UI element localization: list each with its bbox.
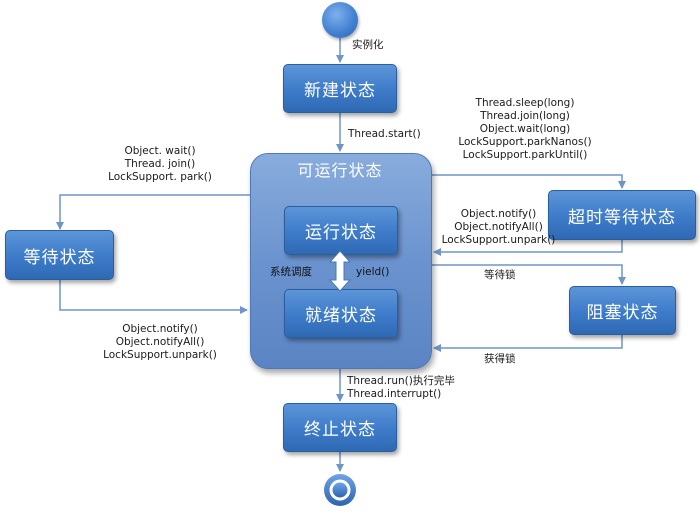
terminate-label: Thread.interrupt(): [347, 388, 442, 400]
instantiate-label: 实例化: [352, 39, 384, 51]
arrow-acquire-lock: [433, 334, 623, 352]
to-timed-waiting-labels: Thread.sleep(long) Thread.join(long) Obj…: [450, 97, 600, 162]
from-waiting-label: Object.notifyAll(): [115, 336, 205, 348]
arrow-from-timed-waiting: [433, 240, 623, 256]
from-timed-waiting-labels: Object.notify() Object.notifyAll() LockS…: [436, 208, 561, 247]
schedule-arrow: [328, 250, 352, 292]
to-waiting-label: Thread. join(): [124, 158, 196, 170]
yield-label: yield(): [356, 266, 390, 278]
running-state: 运行状态: [284, 206, 398, 255]
from-timed-waiting-label: LockSupport.unpark(): [441, 234, 556, 246]
waiting-state-label: 等待状态: [23, 247, 96, 268]
ready-state-label: 就绪状态: [305, 306, 377, 326]
to-timed-waiting-label: Thread.sleep(long): [475, 97, 575, 109]
terminated-state-label: 终止状态: [304, 420, 376, 440]
timed-waiting-state: 超时等待状态: [548, 190, 696, 240]
terminate-label: Thread.run()执行完毕: [347, 375, 455, 387]
terminate-labels: Thread.run()执行完毕 Thread.interrupt(): [347, 375, 455, 401]
to-timed-waiting-label: Object.wait(long): [479, 123, 571, 135]
new-state-label: 新建状态: [304, 81, 376, 101]
to-waiting-label: Object. wait(): [124, 145, 196, 157]
ready-state: 就绪状态: [284, 289, 398, 338]
acquire-lock-label: 获得锁: [484, 353, 516, 365]
timed-waiting-state-label: 超时等待状态: [568, 207, 676, 228]
start-node: [322, 2, 358, 38]
schedule-label: 系统调度: [270, 266, 312, 278]
new-state: 新建状态: [283, 64, 397, 113]
arrow-to-waiting: [56, 194, 250, 230]
wait-lock-label: 等待锁: [484, 269, 516, 281]
runnable-title: 可运行状态: [297, 161, 383, 180]
running-state-label: 运行状态: [305, 223, 377, 243]
to-waiting-labels: Object. wait() Thread. join() LockSuppor…: [95, 145, 225, 184]
arrow-to-timed-waiting: [432, 174, 626, 189]
from-waiting-label: LockSupport.unpark(): [103, 349, 217, 361]
waiting-state: 等待状态: [5, 230, 114, 280]
blocked-state-label: 阻塞状态: [586, 303, 659, 323]
to-timed-waiting-label: LockSupport.parkUntil(): [462, 149, 588, 161]
to-timed-waiting-label: LockSupport.parkNanos(): [458, 136, 592, 148]
blocked-state: 阻塞状态: [569, 286, 676, 335]
end-node: [324, 474, 356, 506]
to-timed-waiting-label: Thread.join(long): [480, 110, 570, 122]
terminated-state: 终止状态: [283, 403, 397, 452]
from-timed-waiting-label: Object.notify(): [460, 208, 537, 220]
start-label: Thread.start(): [348, 128, 421, 140]
from-waiting-label: Object.notify(): [122, 323, 198, 335]
arrow-from-waiting: [59, 280, 248, 314]
to-waiting-label: LockSupport. park(): [108, 171, 212, 183]
from-waiting-labels: Object.notify() Object.notifyAll() LockS…: [90, 323, 230, 362]
from-timed-waiting-label: Object.notifyAll(): [454, 221, 543, 233]
arrow-wait-lock: [432, 264, 626, 285]
